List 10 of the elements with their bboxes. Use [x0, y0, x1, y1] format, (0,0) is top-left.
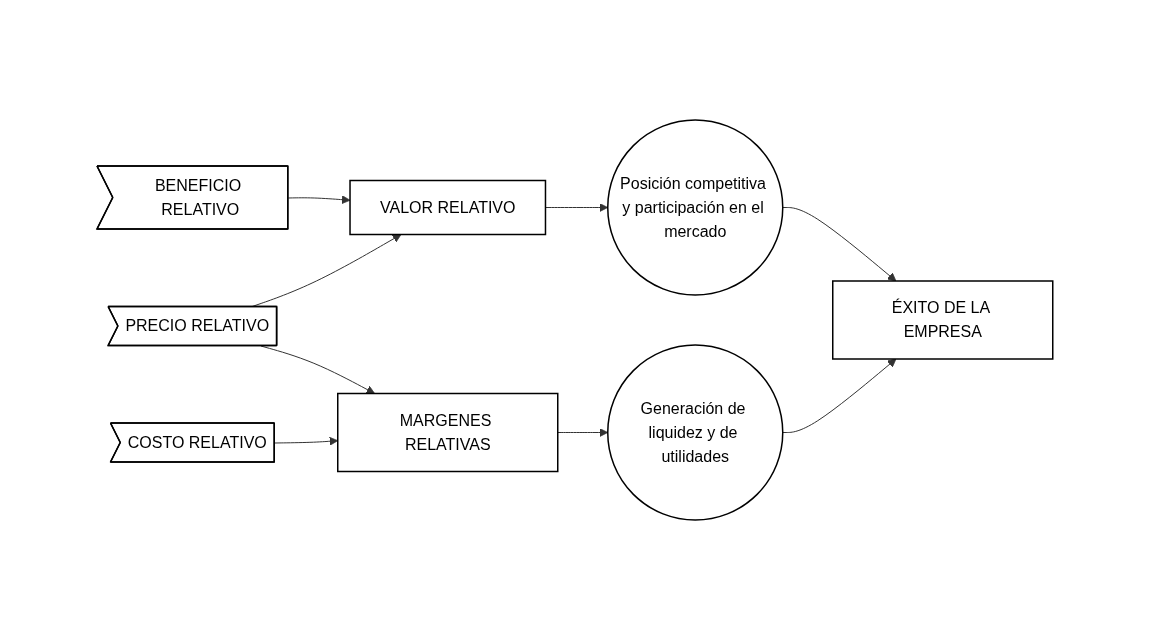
arrow: [287, 194, 351, 204]
arrow: [557, 427, 609, 437]
arrow: [782, 206, 897, 281]
node-circle: Generación de liquidez y de utilidades: [607, 343, 784, 521]
node-box: VALOR RELATIVO: [349, 179, 547, 235]
node-box: MARGENES RELATIVAS: [337, 392, 559, 472]
arrow: [782, 358, 897, 433]
node-box: ÉXITO DE LA EMPRESA: [832, 279, 1054, 360]
arrow: [545, 202, 609, 212]
node-circle: Posición competitiva y participación en el mercado: [607, 118, 784, 296]
